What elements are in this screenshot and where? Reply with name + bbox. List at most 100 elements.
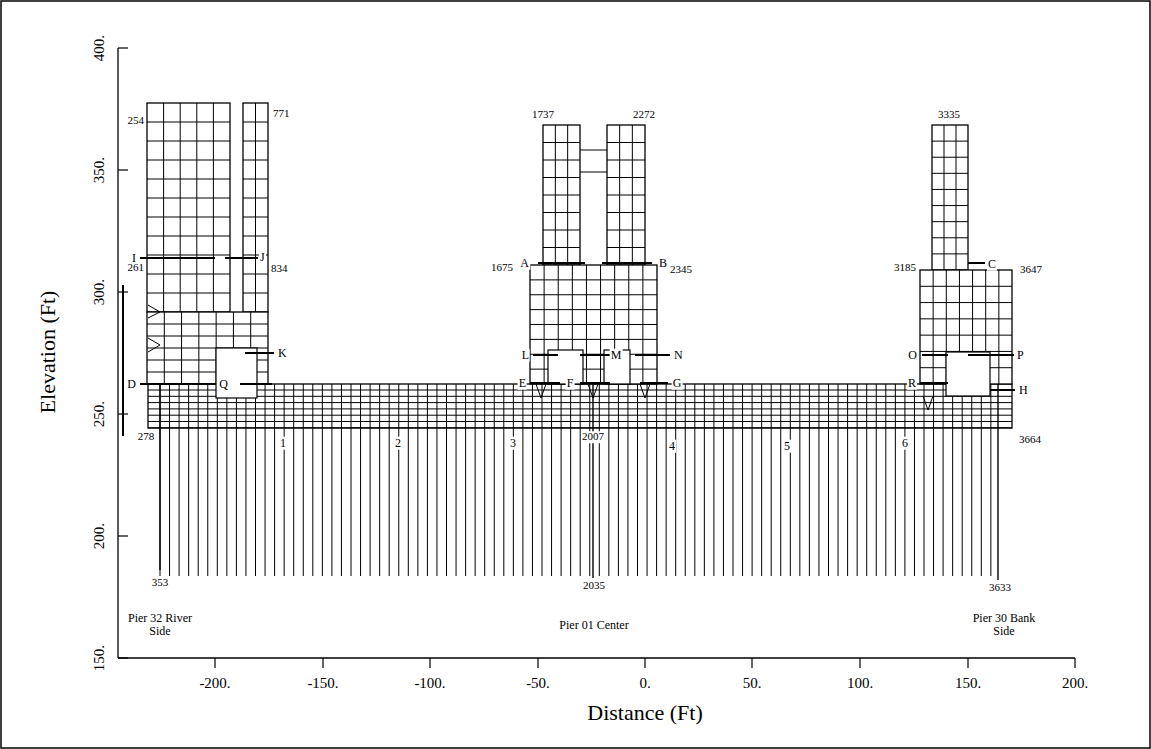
pile-element — [637, 384, 638, 576]
mesh-line — [147, 236, 230, 237]
slab-layer — [148, 396, 1012, 397]
mesh-line — [147, 324, 268, 325]
mesh-line — [607, 212, 645, 213]
pile-element — [475, 384, 476, 576]
culvert-opening — [216, 348, 257, 398]
mesh-line — [932, 157, 968, 158]
pile-element — [790, 384, 791, 576]
node-number: 353 — [151, 577, 170, 589]
x-tick — [322, 658, 323, 668]
pile-element — [427, 384, 428, 576]
axis-tick-label: 150. — [954, 676, 982, 692]
pile-element — [580, 384, 581, 576]
x-tick — [751, 658, 752, 668]
mesh-block — [607, 125, 645, 265]
pier-label: Pier 30 Bank Side — [963, 612, 1045, 637]
pile-element — [179, 384, 180, 576]
tie-element — [580, 150, 607, 151]
pile-element — [647, 384, 648, 576]
mesh-line — [147, 336, 268, 337]
pile-element — [293, 384, 294, 576]
axis-tick-label: 300. — [92, 278, 108, 306]
pile-element — [713, 384, 714, 576]
axis-tick-label: 50. — [742, 676, 763, 692]
axis-tick-label: 250. — [92, 400, 108, 428]
mesh-line — [944, 125, 945, 270]
pile-element — [599, 384, 600, 576]
pile-element — [656, 384, 657, 576]
mesh-line — [607, 160, 645, 161]
mesh-line — [243, 274, 268, 275]
pile-number: 3 — [509, 437, 517, 450]
mesh-line — [530, 294, 657, 295]
pile-element — [312, 384, 313, 576]
slab-layer — [148, 427, 1012, 428]
mesh-line — [243, 160, 268, 161]
mesh-block — [243, 103, 268, 312]
pile-element — [226, 384, 227, 576]
mesh-line — [147, 179, 230, 180]
node-number: 261 — [127, 262, 146, 274]
section-label: E — [518, 377, 527, 390]
node-number: 2272 — [632, 109, 656, 121]
mesh-line — [998, 270, 999, 384]
mesh-line — [932, 253, 968, 254]
mesh-line — [932, 237, 968, 238]
pile-element — [818, 384, 819, 576]
section-label: B — [658, 257, 668, 270]
node-number: 3664 — [1018, 434, 1042, 446]
axis-title: Distance (Ft) — [586, 701, 703, 724]
x-tick — [537, 658, 538, 668]
pile-element — [370, 384, 371, 576]
pile-element — [799, 384, 800, 576]
pier-label: Pier 32 River Side — [119, 612, 201, 637]
mesh-block — [932, 125, 968, 270]
pile-number: 2 — [394, 437, 402, 450]
x-tick — [429, 658, 430, 668]
pile-element — [704, 384, 705, 576]
pile-element — [341, 384, 342, 576]
mesh-line — [607, 230, 645, 231]
x-axis — [118, 657, 1075, 658]
pile-element — [981, 384, 982, 576]
pile-element — [857, 384, 858, 576]
mesh-line — [932, 141, 968, 142]
pile-element — [914, 384, 915, 576]
pile-number: 1 — [279, 437, 287, 450]
mesh-line — [607, 177, 645, 178]
mesh-line — [213, 103, 214, 312]
section-marker — [225, 257, 258, 259]
section-markers — [140, 258, 1015, 390]
pile-element — [389, 384, 390, 576]
pile-element — [943, 384, 944, 576]
pile-number: 6 — [901, 437, 909, 450]
pile-element — [885, 384, 886, 576]
section-label: F — [566, 377, 575, 390]
slab-layer — [148, 390, 1012, 391]
mesh-line — [147, 160, 230, 161]
pile-element — [952, 384, 953, 576]
pile-element — [723, 384, 724, 576]
pile-element — [997, 384, 998, 580]
pile-element — [331, 384, 332, 576]
section-marker — [245, 352, 274, 354]
pile-element — [456, 384, 457, 576]
mesh-line — [607, 142, 645, 143]
mesh-line — [607, 195, 645, 196]
mesh-transition — [923, 396, 933, 410]
pile-element — [217, 384, 218, 576]
pile-element — [904, 384, 905, 576]
axis-title: Elevation (Ft) — [36, 290, 59, 415]
pile-element — [838, 384, 839, 576]
mesh-line — [196, 103, 197, 312]
section-marker — [530, 382, 560, 384]
mesh-line — [243, 122, 268, 123]
mesh-block — [543, 125, 580, 265]
pile-element — [159, 384, 160, 570]
pile-element — [322, 384, 323, 576]
x-tick — [214, 658, 215, 668]
pile-element — [446, 384, 447, 576]
node-number: 2007 — [581, 431, 605, 443]
